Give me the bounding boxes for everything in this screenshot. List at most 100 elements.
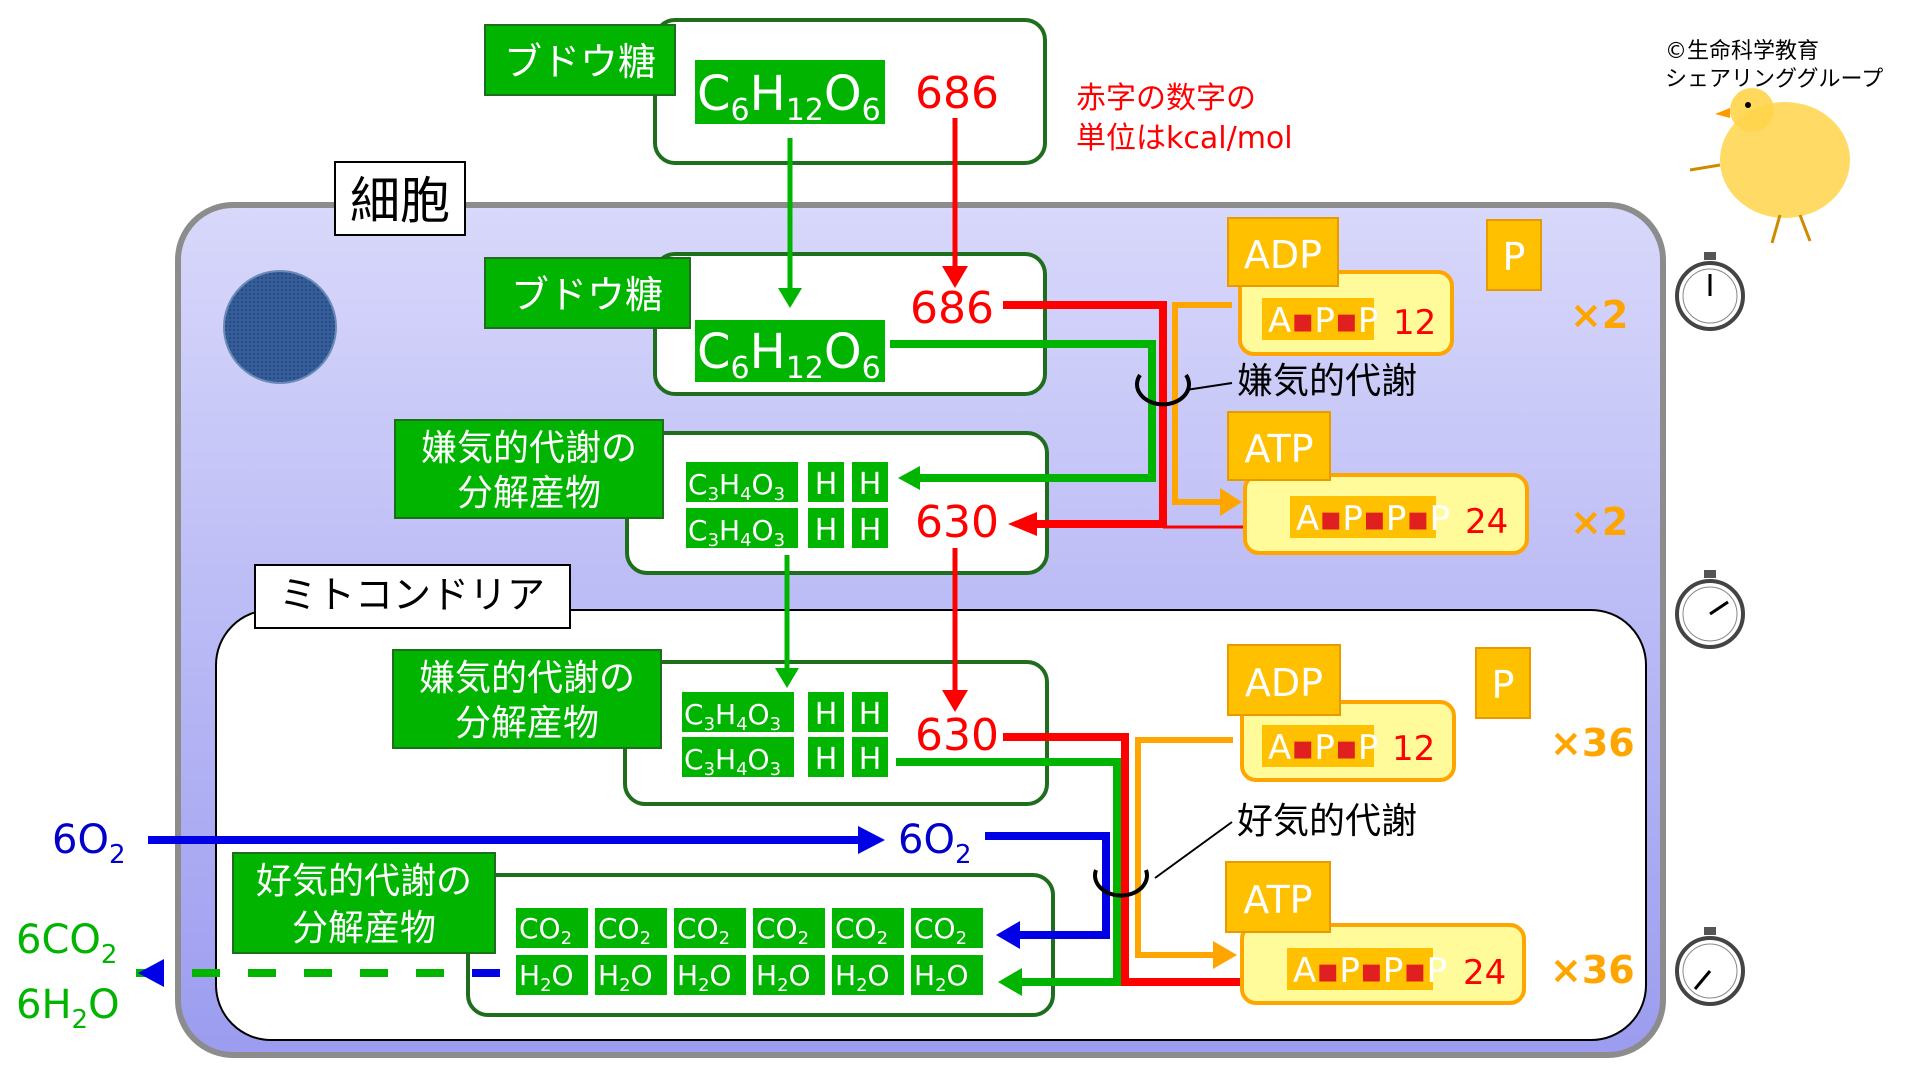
svg-text:H: H	[815, 697, 838, 732]
svg-text:H2O: H2O	[756, 959, 811, 996]
chick-illustration	[1689, 88, 1850, 244]
svg-text:CO2: CO2	[914, 912, 967, 949]
atp-molecule-aerobic-bg	[1287, 948, 1433, 990]
phosphate-tag-anaerobic-bg	[1486, 219, 1542, 291]
svg-text:C3H4O3: C3H4O3	[684, 743, 781, 780]
oxygen-input-outside: 6O2	[52, 817, 125, 870]
svg-text:CO2: CO2	[677, 912, 730, 949]
co2-row: CO2 CO2 CO2 CO2 CO2 CO2	[516, 908, 983, 949]
svg-text:H2O: H2O	[598, 959, 653, 996]
glucose-label-outside: ブドウ糖	[504, 40, 656, 84]
output-arrow	[134, 959, 500, 987]
atp-tag-aerobic-bg	[1225, 861, 1331, 933]
energy-pyruvate-mitochondria: 630	[915, 710, 999, 761]
svg-text:CO2: CO2	[756, 912, 809, 949]
svg-text:H2O: H2O	[835, 959, 890, 996]
anaerobic-products-label-bg-1	[394, 419, 664, 519]
svg-text:H: H	[859, 467, 882, 502]
stopwatch-icon	[1675, 252, 1745, 331]
anaerobic-products-label-2a: 嫌気的代謝の	[419, 658, 635, 699]
multiplier-atp-aerobic: ×36	[1550, 948, 1635, 992]
oxygen-input-inside: 6O2	[898, 817, 971, 870]
energy-pyruvate-cytoplasm: 630	[915, 497, 999, 548]
stopwatch-icon	[1675, 570, 1745, 649]
phosphate-tag-aerobic: P	[1492, 663, 1515, 707]
svg-text:H: H	[859, 513, 882, 548]
aerobic-leader-line	[1154, 821, 1233, 879]
adp-tag-aerobic: ADP	[1245, 661, 1323, 705]
aerobic-label: 好気的代謝	[1237, 801, 1417, 842]
anaerobic-products-label-1b: 分解産物	[457, 473, 601, 514]
glucose-formula-outside-bg	[695, 60, 885, 124]
svg-text:C3H4O3: C3H4O3	[688, 514, 785, 551]
svg-text:H2O: H2O	[914, 959, 969, 996]
pyruvate-row-3: C3H4O3 H H	[682, 692, 888, 735]
note-line-2: 単位はkcal/mol	[1076, 121, 1293, 156]
svg-text:H: H	[859, 697, 882, 732]
glucose-formula-inside-bg	[695, 320, 885, 382]
atp-tag-anaerobic: ATP	[1244, 427, 1313, 471]
h2o-row: H2O H2O H2O H2O H2O H2O	[516, 955, 983, 996]
glucose-formula-outside: C6H12O6	[697, 66, 881, 128]
svg-text:CO2: CO2	[835, 912, 888, 949]
mitochondria-label-box	[254, 564, 571, 629]
mitochondria-label: ミトコンドリア	[279, 573, 545, 617]
anaerobic-products-label-bg-2	[392, 649, 662, 749]
svg-text:C3H4O3: C3H4O3	[688, 468, 785, 505]
aerobic-products-label-a: 好気的代謝の	[256, 861, 472, 902]
cell-label-box	[334, 161, 466, 236]
svg-text:H: H	[815, 513, 838, 548]
copyright-line-2: シェアリンググループ	[1665, 67, 1883, 92]
note-line-1: 赤字の数字の	[1076, 81, 1256, 116]
copyright-line-1: ©生命科学教育	[1665, 39, 1819, 64]
svg-text:C3H4O3: C3H4O3	[684, 698, 781, 735]
adp-energy-aerobic: 12	[1392, 729, 1435, 769]
svg-text:H2O: H2O	[519, 959, 574, 996]
anaerobic-coupling-ring	[1135, 373, 1191, 407]
atp-energy-aerobic: 24	[1463, 953, 1506, 993]
anaerobic-label: 嫌気的代謝	[1237, 361, 1417, 402]
adp-molecule-aerobic: A▪P▪P	[1268, 728, 1378, 768]
glucose-label-inside: ブドウ糖	[511, 273, 663, 317]
multiplier-atp-anaerobic: ×2	[1570, 500, 1628, 544]
adp-molecule-aerobic-bg	[1262, 725, 1374, 767]
energy-glucose-inside: 686	[910, 283, 994, 334]
adp-molecule-anaerobic: A▪P▪P	[1268, 301, 1378, 341]
h2o-output: 6H2O	[16, 982, 120, 1035]
aerobic-products-label-bg	[232, 852, 496, 954]
adp-tag-anaerobic: ADP	[1244, 233, 1322, 277]
anaerobic-products-label-1a: 嫌気的代謝の	[421, 428, 637, 469]
glucose-label-outside-bg	[484, 24, 676, 96]
pyruvate-row-2: C3H4O3 H H	[686, 508, 888, 551]
cell-label: 細胞	[350, 172, 450, 230]
phosphate-tag-anaerobic: P	[1503, 235, 1526, 279]
atp-molecule-aerobic: A▪P▪P▪P	[1293, 951, 1447, 991]
atp-energy-anaerobic: 24	[1465, 502, 1508, 542]
anaerobic-leader-line	[1185, 382, 1233, 391]
atp-molecule-anaerobic: A▪P▪P▪P	[1296, 499, 1450, 539]
glucose-label-inside-bg	[484, 257, 691, 329]
svg-text:CO2: CO2	[598, 912, 651, 949]
svg-text:H: H	[815, 742, 838, 777]
adp-energy-anaerobic: 12	[1393, 303, 1436, 343]
atp-tag-anaerobic-bg	[1227, 411, 1331, 481]
pyruvate-row-1: C3H4O3 H H	[686, 462, 888, 505]
oxygen-input-arrowhead	[858, 826, 885, 854]
phosphate-tag-aerobic-bg	[1475, 647, 1531, 719]
svg-text:CO2: CO2	[519, 912, 572, 949]
pyruvate-row-4: C3H4O3 H H	[682, 737, 888, 780]
pyruvate-transport-arrow	[775, 548, 968, 712]
svg-text:H2O: H2O	[677, 959, 732, 996]
adp-tag-aerobic-bg	[1227, 644, 1341, 716]
atp-tag-aerobic: ATP	[1243, 878, 1312, 922]
nucleus	[223, 270, 337, 384]
aerobic-products-label-b: 分解産物	[292, 908, 436, 949]
multiplier-adp-aerobic: ×36	[1550, 721, 1635, 765]
aerobic-coupling-ring	[1093, 869, 1149, 898]
adp-tag-anaerobic-bg	[1227, 217, 1339, 287]
svg-text:H: H	[859, 742, 882, 777]
anaerobic-products-label-2b: 分解産物	[455, 703, 599, 744]
stopwatch-icon	[1675, 927, 1745, 1006]
adp-molecule-anaerobic-bg	[1262, 298, 1374, 340]
